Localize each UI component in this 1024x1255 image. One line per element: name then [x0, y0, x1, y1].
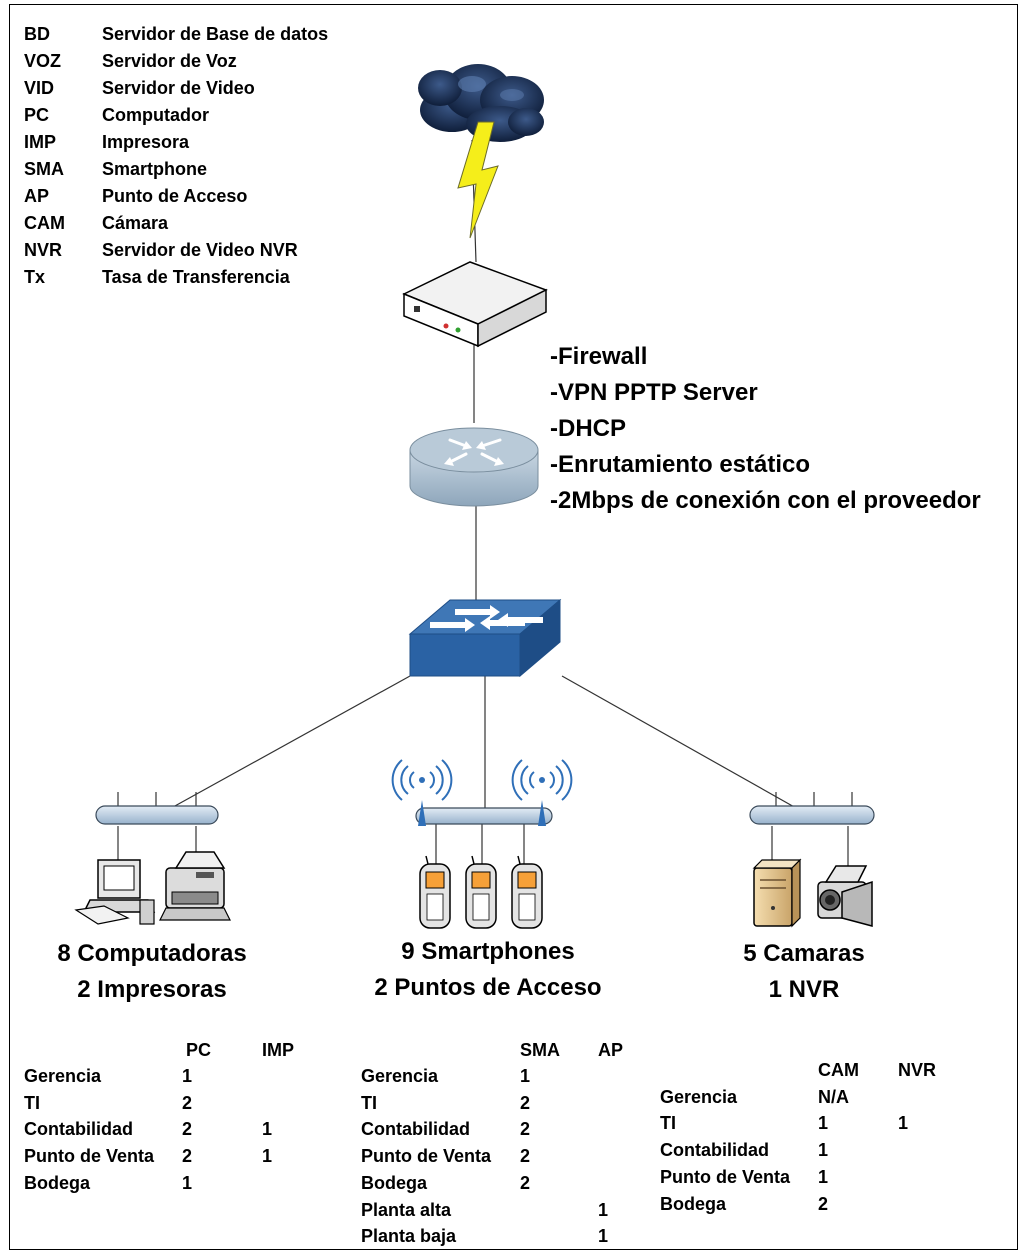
row-label: Gerencia — [361, 1066, 439, 1086]
group-caption-line1: 9 Smartphones — [401, 938, 575, 965]
cell-value: 2 — [182, 1119, 193, 1139]
row-label: Contabilidad — [24, 1119, 133, 1139]
row-label: Gerencia — [660, 1087, 738, 1107]
legend-desc: Servidor de Base de datos — [102, 24, 329, 44]
feature-item: -2Mbps de conexión con el proveedor — [550, 487, 981, 514]
cell-value: 1 — [182, 1066, 193, 1086]
row-label: Planta baja — [361, 1226, 457, 1246]
smartphone-icon — [511, 855, 543, 929]
row-label: Contabilidad — [361, 1119, 470, 1139]
feature-item: -Firewall — [550, 343, 648, 370]
cell-value: 2 — [520, 1119, 531, 1139]
feature-item: -DHCP — [550, 415, 626, 442]
row-label: Punto de Venta — [660, 1167, 791, 1187]
legend-desc: Servidor de Voz — [102, 51, 237, 71]
cloud-icon — [418, 64, 544, 142]
row-label: Punto de Venta — [361, 1146, 492, 1166]
feature-item: -Enrutamiento estático — [550, 451, 811, 478]
legend-desc: Computador — [102, 105, 209, 125]
feature-item: -VPN PPTP Server — [550, 379, 758, 406]
cell-value: 1 — [520, 1066, 531, 1086]
legend-desc: Impresora — [102, 132, 190, 152]
lightning-icon — [457, 121, 499, 239]
row-label: Gerencia — [24, 1066, 102, 1086]
network-bus-icon — [95, 792, 219, 862]
row-label: Bodega — [24, 1173, 91, 1193]
cell-value: 1 — [818, 1140, 829, 1160]
diagram-frame — [9, 4, 1018, 1250]
legend-abbr: IMP — [24, 132, 57, 152]
cell-value: 2 — [520, 1173, 531, 1193]
legend-desc: Punto de Acceso — [102, 186, 248, 206]
cell-value: 1 — [598, 1200, 609, 1220]
column-header: PC — [186, 1040, 212, 1060]
network-bus-icon — [415, 807, 553, 868]
wireless-access-point-icon — [391, 759, 453, 826]
legend-abbr: SMA — [24, 159, 64, 179]
column-header: CAM — [818, 1060, 859, 1080]
cell-value: 1 — [818, 1113, 829, 1133]
legend-abbr: BD — [24, 24, 50, 44]
legend-abbr: VID — [24, 78, 55, 98]
cell-value: 1 — [262, 1146, 273, 1166]
switch-icon — [408, 598, 562, 678]
legend-abbr: CAM — [24, 213, 65, 233]
column-header: NVR — [898, 1060, 937, 1080]
row-label: Bodega — [660, 1194, 727, 1214]
legend-desc: Servidor de Video NVR — [102, 240, 298, 260]
legend-desc: Smartphone — [102, 159, 208, 179]
router-icon — [409, 427, 539, 507]
legend-desc: Cámara — [102, 213, 169, 233]
printer-icon — [159, 851, 231, 921]
cell-value: 1 — [182, 1173, 193, 1193]
row-label: TI — [361, 1093, 377, 1113]
cell-value: 1 — [262, 1119, 273, 1139]
group-caption-line1: 8 Computadoras — [57, 940, 247, 967]
cell-value: N/A — [818, 1087, 849, 1107]
wireless-access-point-icon — [511, 759, 573, 826]
cell-value: 2 — [182, 1146, 193, 1166]
cell-value: 2 — [520, 1146, 531, 1166]
cell-value: 1 — [898, 1113, 909, 1133]
legend-abbr: VOZ — [24, 51, 62, 71]
cell-value: 2 — [182, 1093, 193, 1113]
legend-abbr: AP — [24, 186, 50, 206]
cell-value: 2 — [520, 1093, 531, 1113]
row-label: Planta alta — [361, 1200, 452, 1220]
row-label: TI — [24, 1093, 40, 1113]
legend-desc: Servidor de Video — [102, 78, 255, 98]
row-label: Contabilidad — [660, 1140, 769, 1160]
row-label: Bodega — [361, 1173, 428, 1193]
column-header: AP — [598, 1040, 624, 1060]
group-caption-line2: 2 Impresoras — [77, 976, 227, 1003]
smartphone-icon — [419, 855, 451, 929]
nvr-server-icon — [752, 858, 802, 928]
row-label: TI — [660, 1113, 676, 1133]
smartphone-icon — [465, 855, 497, 929]
cell-value: 2 — [818, 1194, 829, 1214]
legend-desc: Tasa de Transferencia — [102, 267, 290, 287]
network-bus-icon — [749, 792, 875, 866]
column-header: SMA — [520, 1040, 560, 1060]
group-caption-line1: 5 Camaras — [743, 940, 865, 967]
row-label: Punto de Venta — [24, 1146, 155, 1166]
column-header: IMP — [262, 1040, 295, 1060]
group-caption-line2: 2 Puntos de Acceso — [374, 974, 602, 1001]
group-caption-line2: 1 NVR — [768, 976, 840, 1003]
cell-value: 1 — [598, 1226, 609, 1246]
legend-abbr: PC — [24, 105, 50, 125]
legend-abbr: Tx — [24, 267, 46, 287]
computer-icon — [74, 859, 156, 925]
legend-abbr: NVR — [24, 240, 63, 260]
cell-value: 1 — [818, 1167, 829, 1187]
video-camera-icon — [817, 865, 873, 927]
modem-icon — [402, 261, 548, 348]
